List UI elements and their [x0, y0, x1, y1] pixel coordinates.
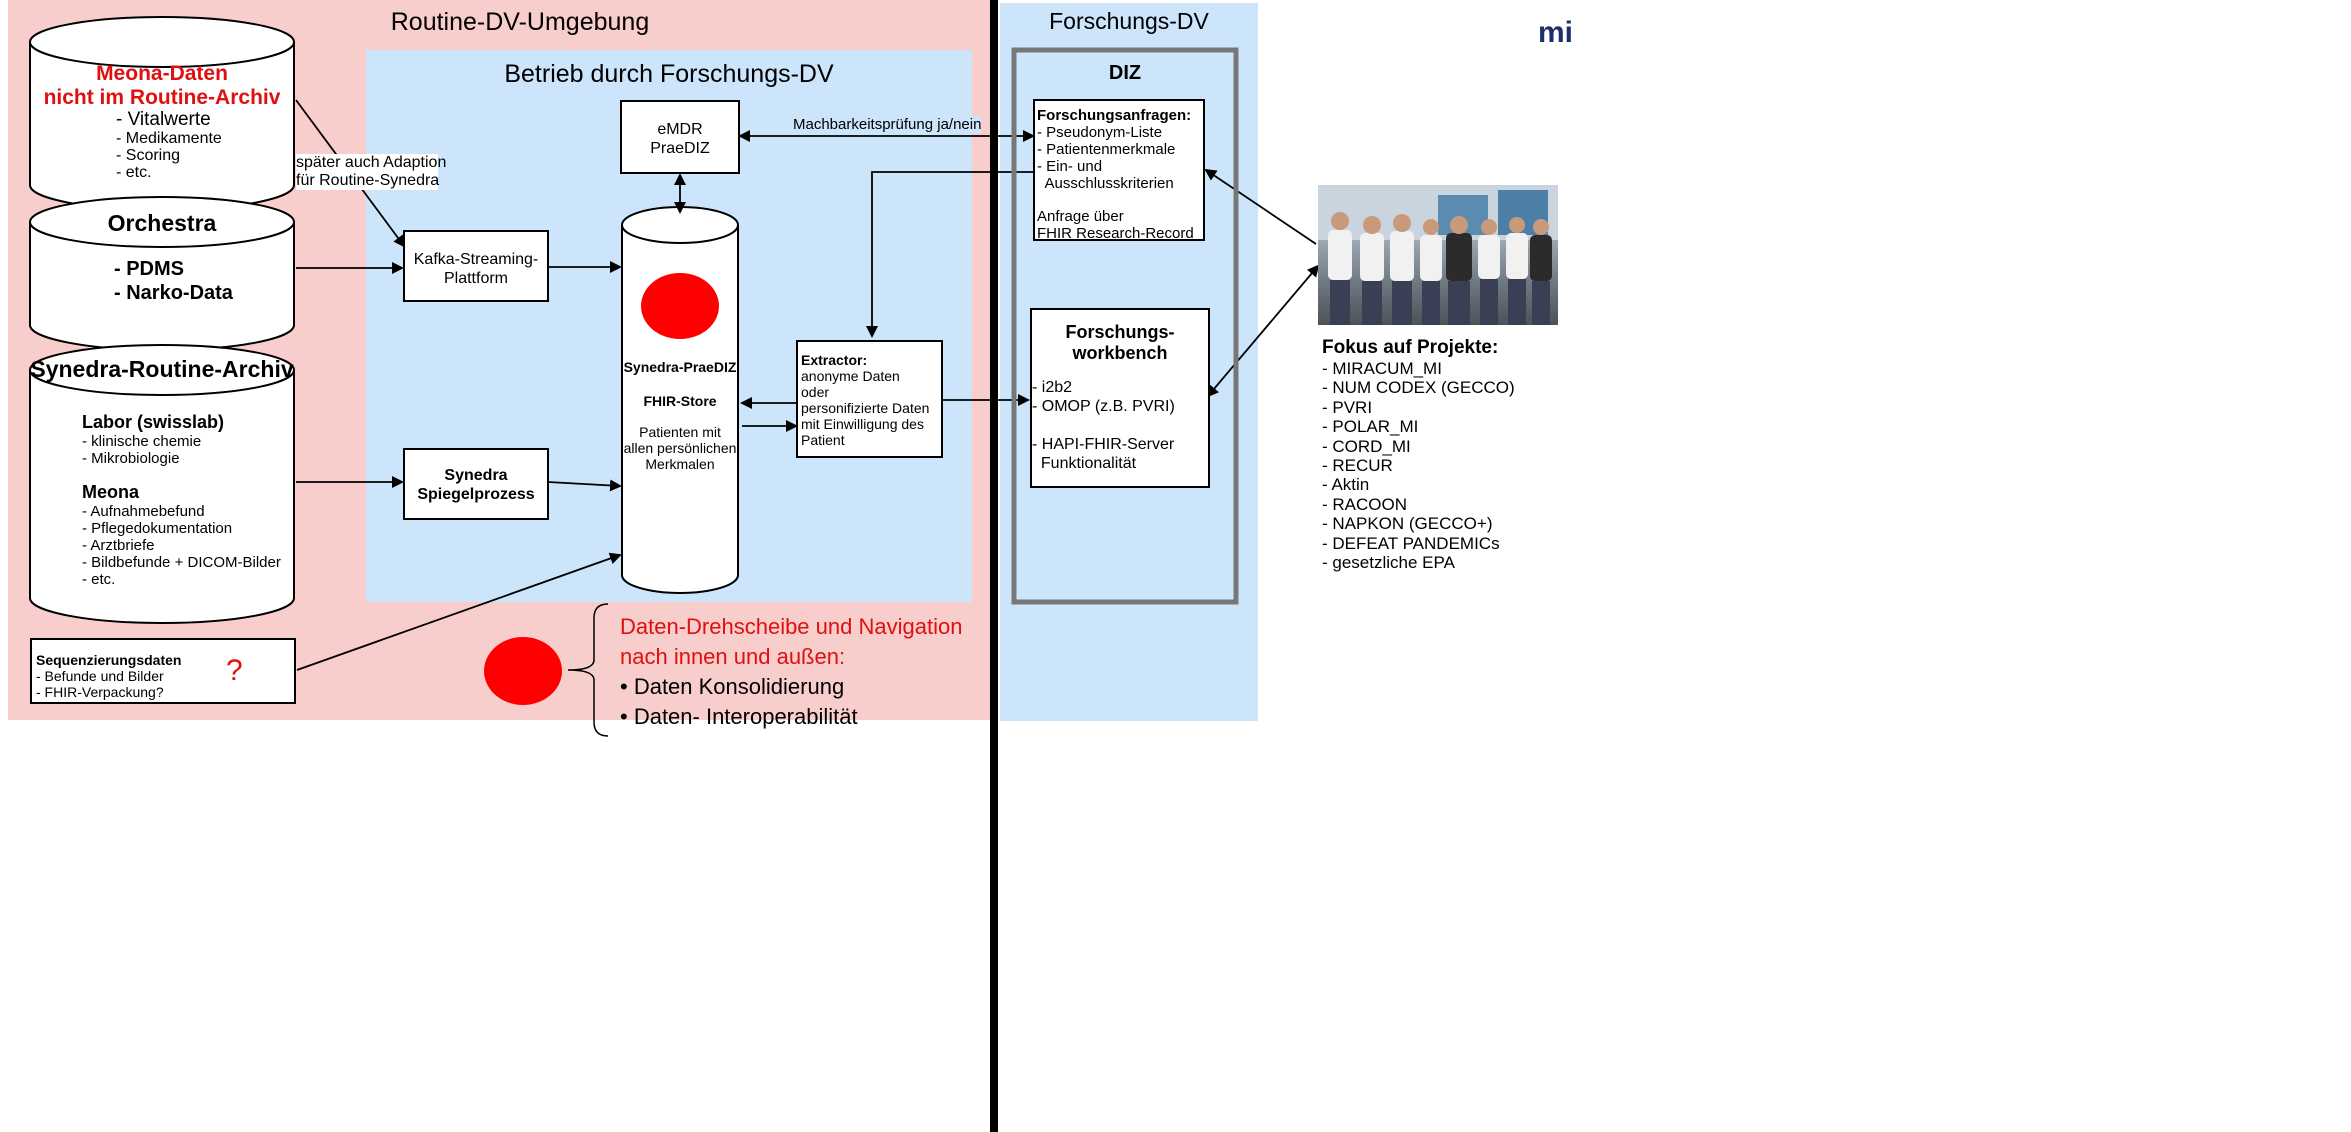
workbench-title2: workbench: [1072, 343, 1168, 363]
meona-archiv-item: - Aufnahmebefund: [82, 503, 205, 520]
meona-archiv-item: - Arztbriefe: [82, 537, 155, 554]
anfragen-line: Ausschlusskriterien: [1037, 175, 1174, 192]
anfragen-line: - Patientenmerkmale: [1037, 141, 1176, 158]
anfragen-line: - Pseudonym-Liste: [1037, 124, 1163, 141]
anfragen-note1: Anfrage über: [1037, 208, 1124, 225]
emdr-line2: PraeDIZ: [650, 140, 710, 157]
workbench-line: - OMOP (z.B. PVRI): [1032, 398, 1175, 415]
routine-region-title: Routine-DV-Umgebung: [390, 8, 650, 36]
extractor-line: mit Einwilligung des: [801, 416, 924, 432]
team-photo: [1318, 185, 1558, 325]
orchestra-title: Orchestra: [107, 210, 217, 236]
kafka-line2: Plattform: [443, 270, 508, 287]
project-item: - NUM CODEX (GECCO): [1322, 378, 1515, 398]
extractor-box: Extractor: anonyme Daten oder personifiz…: [796, 340, 943, 458]
praediz-cylinder: Synedra-PraeDIZ FHIR-Store Patienten mit…: [612, 358, 748, 472]
orchestra-item: - PDMS: [114, 258, 184, 280]
spiegel-line1: Synedra: [444, 467, 508, 484]
callout: Daten-Drehscheibe und Navigation nach in…: [620, 612, 990, 732]
sequenz-item: - FHIR-Verpackung?: [36, 684, 164, 700]
extractor-title: Extractor:: [801, 352, 868, 368]
extractor-line: Patient: [801, 432, 845, 448]
meona-archiv-title: Meona: [82, 482, 140, 502]
team-photo-figures: [1318, 185, 1558, 325]
meona-archiv-item: - Pflegedokumentation: [82, 520, 233, 537]
workbench-line: - i2b2: [1032, 379, 1073, 396]
workbench-title1: Forschungs-: [1065, 322, 1175, 342]
meona-item: - etc.: [116, 164, 152, 181]
projects-list: Fokus auf Projekte: - MIRACUM_MI - NUM C…: [1322, 337, 1552, 572]
sequenz-box: Sequenzierungsdaten - Befunde und Bilder…: [30, 638, 296, 704]
emdr-box: eMDR PraeDIZ: [620, 100, 740, 174]
callout-bullet1: • Daten Konsolidierung: [620, 674, 845, 699]
meona-cylinder: Meona-Daten nicht im Routine-Archiv - Vi…: [30, 62, 294, 181]
workbench-line: - HAPI-FHIR-Server: [1032, 436, 1175, 453]
extractor-line: oder: [801, 384, 830, 400]
callout-bullet2: • Daten- Interoperabilität: [620, 704, 858, 729]
forschungsanfragen-box: Forschungsanfragen: - Pseudonym-Liste - …: [1033, 99, 1205, 242]
project-item: - DEFEAT PANDEMICs: [1322, 533, 1500, 553]
callout-line2: nach innen und außen:: [620, 644, 846, 669]
anfragen-note2: FHIR Research-Record: [1037, 225, 1194, 242]
project-item: - gesetzliche EPA: [1322, 553, 1455, 573]
praediz-desc: allen persönlichen: [623, 440, 737, 456]
project-item: - CORD_MI: [1322, 436, 1411, 456]
meona-item: - Vitalwerte: [116, 109, 211, 130]
meona-archiv-item: - etc.: [82, 571, 116, 588]
meona-archiv-item: - Bildbefunde + DICOM-Bilder: [82, 554, 281, 571]
workbench-line: [1032, 416, 1208, 435]
labor-title: Labor (swisslab): [82, 412, 225, 432]
meona-item: - Scoring: [116, 147, 181, 164]
praediz-desc: Patienten mit: [639, 424, 721, 440]
project-item: - Aktin: [1322, 475, 1370, 495]
kafka-box: Kafka-Streaming- Plattform: [403, 230, 549, 302]
callout-line1: Daten-Drehscheibe und Navigation: [620, 614, 963, 639]
sequenz-item: - Befunde und Bilder: [36, 668, 164, 684]
meona-title-2: nicht im Routine-Archiv: [43, 86, 281, 109]
orchestra-item: - Narko-Data: [114, 282, 233, 304]
project-item: - RACOON: [1322, 494, 1407, 514]
labor-item: - Mikrobiologie: [82, 450, 180, 467]
adaption-note-line2: für Routine-Synedra: [296, 172, 440, 189]
vertical-divider: [990, 0, 998, 1132]
research-region-title: Forschungs-DV: [1049, 8, 1209, 34]
workbench-box: Forschungs- workbench - i2b2 - OMOP (z.B…: [1030, 308, 1210, 488]
machbarkeit-label: Machbarkeitsprüfung ja/nein: [793, 116, 982, 133]
project-item: - POLAR_MI: [1322, 417, 1419, 437]
betrieb-region-title: Betrieb durch Forschungs-DV: [504, 60, 834, 88]
archiv-title: Synedra-Routine-Archiv: [30, 356, 294, 382]
extractor-line: anonyme Daten: [801, 368, 900, 384]
anfragen-title: Forschungsanfragen:: [1037, 107, 1192, 124]
praediz-desc: Merkmalen: [645, 456, 715, 472]
question-mark: ?: [226, 654, 243, 687]
project-item: - NAPKON (GECCO+): [1322, 514, 1493, 534]
top-right-fragment: mi: [1538, 16, 1574, 49]
diz-title: DIZ: [1108, 62, 1142, 84]
archiv-cylinder: Synedra-Routine-Archiv Labor (swisslab) …: [30, 356, 294, 588]
meona-item: - Medikamente: [116, 130, 222, 147]
workbench-line: Funktionalität: [1032, 455, 1137, 472]
adaption-note-line1: später auch Adaption: [296, 154, 447, 171]
meona-title-1: Meona-Daten: [96, 62, 228, 85]
orchestra-cylinder: Orchestra - PDMS - Narko-Data: [30, 210, 294, 305]
extractor-line: personifizierte Daten: [801, 400, 930, 416]
spiegel-line2: Spiegelprozess: [417, 486, 535, 503]
labor-item: - klinische chemie: [82, 433, 202, 450]
spiegel-box: Synedra Spiegelprozess: [403, 448, 549, 520]
project-item: - MIRACUM_MI: [1322, 359, 1442, 378]
project-item: - RECUR: [1322, 456, 1393, 476]
praediz-subtitle: FHIR-Store: [643, 393, 717, 409]
project-item: - PVRI: [1322, 397, 1373, 417]
praediz-title: Synedra-PraeDIZ: [623, 359, 737, 375]
sequenz-title: Sequenzierungsdaten: [36, 652, 182, 668]
projects-title: Fokus auf Projekte:: [1322, 337, 1499, 358]
adaption-note: später auch Adaption für Routine-Synedra: [296, 154, 447, 190]
emdr-line1: eMDR: [657, 121, 703, 138]
kafka-line1: Kafka-Streaming-: [413, 251, 539, 268]
anfragen-line: - Ein- und: [1037, 158, 1103, 175]
